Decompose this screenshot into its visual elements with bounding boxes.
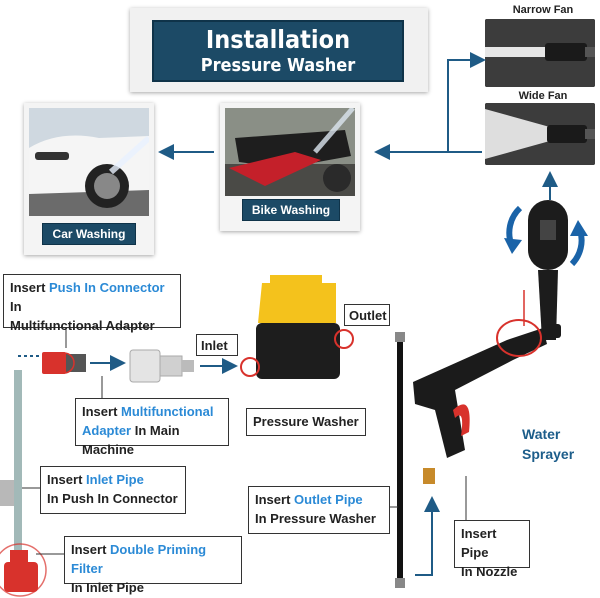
pressure-washer-label: Pressure Washer — [246, 408, 366, 436]
title-banner: Installation Pressure Washer — [152, 20, 404, 82]
inlet-highlight-circle — [240, 357, 260, 377]
title-card: Installation Pressure Washer — [130, 8, 428, 92]
label-highlight: Inlet Pipe — [86, 472, 144, 487]
page-title: Installation — [205, 25, 351, 54]
narrow-fan-photo — [485, 19, 595, 87]
label-text: In Main Machine — [82, 423, 180, 457]
outlet-highlight-circle — [334, 329, 354, 349]
outlet-label: Outlet — [344, 304, 390, 326]
outlet-rod — [395, 332, 405, 588]
label-text: Insert — [71, 542, 111, 557]
label-text: In Push In Connector — [47, 491, 178, 506]
push-connector-label: Insert Push In Connector In Multifunctio… — [3, 274, 181, 333]
narrow-fan-label: Narrow Fan — [512, 4, 574, 16]
filter-icon — [0, 543, 47, 597]
water-sprayer-label: Water Sprayer — [522, 424, 582, 464]
car-photo — [29, 108, 149, 216]
rotate-left-arrow-icon — [504, 238, 522, 254]
arrow-icon — [447, 52, 486, 153]
bike-photo — [225, 108, 355, 196]
label-text: In Inlet Pipe — [71, 580, 144, 595]
bike-washing-caption: Bike Washing — [242, 199, 340, 221]
label-text: Insert — [47, 472, 87, 487]
priming-filter-label: Insert Double Priming Filter In Inlet Pi… — [64, 536, 242, 595]
label-highlight: Outlet Pipe — [294, 492, 363, 507]
label-text: Insert — [10, 280, 50, 295]
bike-washing-card: Bike Washing — [220, 103, 360, 231]
wide-fan-spray — [485, 103, 595, 165]
label-text: Water — [522, 426, 561, 442]
inlet-label: Inlet — [196, 334, 238, 356]
adapter-icon — [129, 349, 194, 383]
pump-icon — [240, 275, 354, 379]
label-highlight: Multifunctional — [121, 404, 214, 419]
arrow-icon — [415, 496, 440, 576]
car-washing-card: Car Washing — [24, 103, 154, 255]
nozzle-icon — [504, 200, 588, 340]
label-text: Insert Pipe — [461, 526, 497, 560]
wide-fan-label: Wide Fan — [518, 90, 568, 102]
faucet-icon — [0, 480, 14, 506]
label-text: In Nozzle — [461, 564, 518, 579]
label-text: Multifunctional Adapter — [10, 318, 155, 333]
rotate-right-arrow-icon — [570, 220, 588, 236]
page-subtitle: Pressure Washer — [200, 55, 356, 76]
wide-fan-photo — [485, 103, 595, 165]
spray-gun-icon — [413, 319, 561, 484]
brass-fitting — [423, 468, 435, 484]
label-text: In Pressure Washer — [255, 511, 376, 526]
inlet-pipe-label: Insert Inlet Pipe In Push In Connector — [40, 466, 186, 514]
label-text: In — [10, 299, 22, 314]
fan-nozzle-photo — [485, 19, 595, 87]
label-highlight: Adapter — [82, 423, 132, 438]
label-highlight: Push In Connector — [49, 280, 165, 295]
label-text: Insert — [255, 492, 295, 507]
nozzle-highlight-circle — [496, 319, 542, 357]
label-text: Sprayer — [522, 446, 575, 462]
insert-pipe-label: Insert Pipe In Nozzle — [454, 520, 530, 579]
outlet-pipe-label: Insert Outlet Pipe In Pressure Washer — [248, 486, 390, 534]
connector-icon — [42, 352, 86, 374]
label-text: Insert — [82, 404, 122, 419]
multi-adapter-label: Insert Multifunctional Adapter In Main M… — [75, 398, 229, 457]
inlet-pipe — [0, 370, 47, 597]
label-highlight: Double Priming Filter — [71, 542, 207, 576]
car-washing-caption: Car Washing — [42, 223, 136, 245]
